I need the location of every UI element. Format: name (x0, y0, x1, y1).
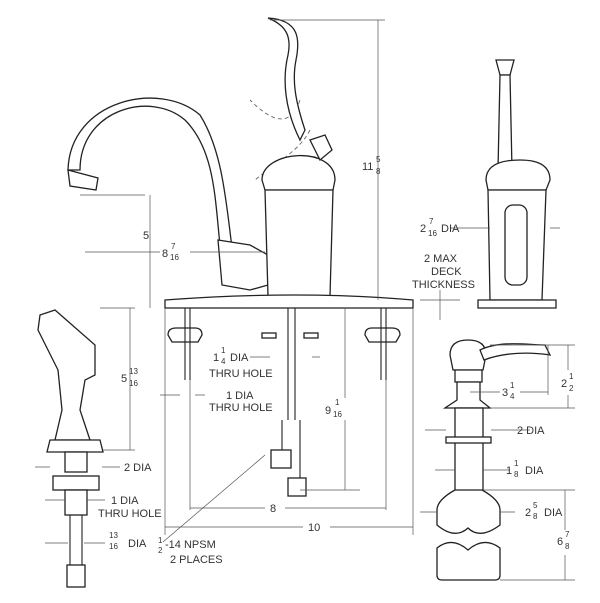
dim-spout-height: 5 (143, 230, 149, 242)
dim-plate-width: 10 (308, 522, 320, 534)
text: -14 NPSM (165, 539, 216, 551)
dim-soap-bottle-dia: 2 5 8 DIA (525, 501, 563, 521)
line3: THICKNESS (412, 279, 475, 291)
whole: 11 (362, 161, 373, 173)
dim-faucet-height: 11 5 8 (362, 155, 381, 176)
side-spray-drawing (37, 309, 104, 588)
dim-soap-base-dia: 2 DIA (517, 425, 545, 437)
denominator: 8 (514, 470, 519, 479)
denominator: 8 (565, 542, 570, 551)
line1: 1 DIA (226, 390, 254, 402)
denominator: 2 (158, 546, 163, 555)
numerator: 5 (533, 501, 538, 510)
dim-below-deck: 9 1 16 (325, 398, 342, 419)
numerator: 1 (514, 459, 519, 468)
denominator: 16 (109, 542, 118, 551)
dim-hole-spacing: 8 (270, 503, 276, 515)
unit: DIA (230, 352, 249, 364)
unit: DIA (128, 538, 147, 550)
numerator: 1 (569, 372, 574, 381)
dim-spray-base-dia: 2 DIA (124, 462, 152, 474)
dimension-lines (35, 19, 575, 581)
dim-side-hole: 1 DIA THRU HOLE (209, 390, 273, 414)
dim-spray-height: 5 13 16 (121, 367, 138, 388)
numerator: 13 (129, 367, 138, 376)
numerator: 7 (565, 530, 570, 539)
denominator: 16 (333, 410, 342, 419)
whole: 9 (325, 405, 331, 417)
whole: 2 (420, 223, 426, 235)
denominator: 8 (533, 512, 538, 521)
numerator: 1 (158, 536, 163, 545)
line1: 1 DIA (111, 495, 139, 507)
dim-connection: 1 2 -14 NPSM 2 PLACES (158, 536, 223, 566)
line2: THRU HOLE (98, 508, 162, 520)
faucet-side-view (477, 59, 557, 309)
line2: THRU HOLE (209, 402, 273, 414)
line2: THRU HOLE (209, 368, 273, 380)
unit: DIA (441, 223, 460, 235)
numerator: 1 (335, 398, 340, 407)
denominator: 2 (569, 384, 574, 393)
whole: 1 (213, 352, 219, 364)
whole: 5 (121, 373, 127, 385)
dim-soap-reach: 3 1 4 (502, 381, 515, 401)
numerator: 13 (109, 531, 118, 540)
dim-soap-shank-dia: 1 1 8 DIA (506, 459, 544, 479)
denominator: 16 (170, 253, 179, 262)
dim-spout-reach: 8 7 16 (162, 242, 179, 262)
dim-spray-hole: 1 DIA THRU HOLE (98, 495, 162, 520)
line2: 2 PLACES (170, 554, 223, 566)
unit: DIA (544, 507, 563, 519)
numerator: 1 (510, 381, 515, 390)
whole: 2 (525, 507, 531, 519)
whole: 8 (162, 248, 168, 260)
denominator: 16 (428, 229, 437, 238)
denominator: 16 (129, 379, 138, 388)
line2: DECK (431, 266, 462, 278)
whole: 2 (561, 378, 567, 390)
dimension-labels: 11 5 8 5 8 7 16 2 7 16 DIA 2 MAX DECK TH… (98, 155, 574, 566)
dim-center-hole: 1 1 4 DIA THRU HOLE (209, 346, 273, 380)
numerator: 7 (171, 242, 176, 251)
whole: 1 (506, 465, 512, 477)
whole: 6 (557, 536, 563, 548)
denominator: 8 (376, 167, 381, 176)
dim-soap-height: 2 1 2 (561, 372, 574, 393)
faucet-drawing (67, 17, 414, 497)
numerator: 1 (221, 346, 226, 355)
numerator: 7 (429, 217, 434, 226)
whole: 3 (502, 387, 508, 399)
dim-body-dia: 2 7 16 DIA (420, 217, 460, 238)
numerator: 5 (376, 155, 381, 164)
dim-deck-thickness: 2 MAX DECK THICKNESS (412, 253, 475, 291)
dim-soap-bottle-height: 6 7 8 (557, 530, 570, 551)
denominator: 4 (221, 357, 226, 366)
soap-dispenser-drawing (436, 339, 552, 581)
denominator: 4 (510, 392, 515, 401)
unit: DIA (525, 465, 544, 477)
dim-hose-dia: 13 16 DIA (109, 531, 147, 551)
line1: 2 MAX (424, 253, 458, 265)
